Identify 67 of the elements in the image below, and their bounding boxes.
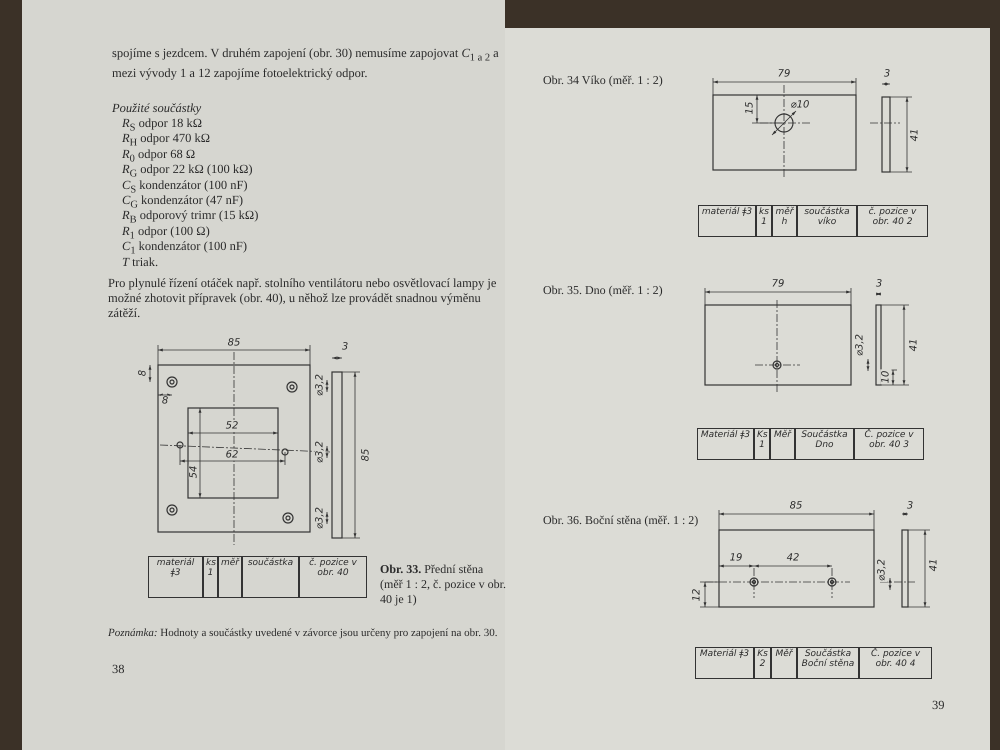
parts-list-item: R$_{S}$ odpor 18 kΩ [122,116,202,134]
dimension-label: ⌀3,2 [314,373,326,397]
dimension-label: 42 [786,552,800,564]
dimension-label: 3 [874,278,884,290]
parts-list-item: C$_{1}$ kondenzátor (100 nF) [122,239,248,257]
table-cell: měř h [772,205,797,237]
dimension-label: 41 [910,128,920,142]
table-cell: Měř [770,428,795,460]
parts-list-item: T triak. [122,254,160,270]
dimension-label: 19 [728,552,744,564]
figure-caption: Obr. 34 Víko (měř. 1 : 2) [543,73,664,88]
table-cell: materiál ǂ3 [148,556,203,598]
table-cell: součástka víko [797,205,857,237]
dimension-label: 85 [360,448,372,462]
dimension-label: 85 [226,338,242,348]
dimension-label: 62 [224,450,240,460]
dimension-label: 41 [908,338,920,352]
dimension-label: ⌀3,2 [314,506,326,530]
dimension-label: 3 [882,68,892,80]
body-text: spojíme s jezdcem. V druhém zapojení (obr. 30) nemusíme zapojovat C$_{1 a 2}$ a mezi vývody 1 a 12 zapojíme fotoelektrický odpor. [112,46,500,80]
table-cell: ks 1 [203,556,218,598]
table-cell: č. pozice v obr. 40 2 [857,205,928,237]
table-cell: materiál ǂ3 [698,205,756,237]
table-cell: Materiál ǂ3 [697,428,754,460]
parts-list-item: R$_{B}$ odporový trimr (15 kΩ) [122,208,260,226]
dimension-label: 3 [340,342,350,352]
table-cell: ks 1 [756,205,772,237]
table-cell: součástka [242,556,299,598]
body-text: Pro plynulé řízení otáček např. stolního ventilátoru nebo osvětlovací lampy je možné zhotovit přípravek (obr. 40), u něhož lze provádět snadnou výměnu zátěží. [108,276,498,321]
dimension-label: 41 [928,558,940,572]
table-cell: Součástka Dno [795,428,854,460]
table-cell: Ks 2 [754,647,771,679]
dimension-label: 79 [776,68,792,80]
table-cell: Č. pozice v obr. 40 4 [859,647,932,679]
parts-list-item: R$_{1}$ odpor (100 Ω) [122,224,211,242]
dimension-label: ⌀3,2 [876,558,888,582]
table-cell: Součástka Boční stěna [797,647,859,679]
table-cell: Měř [771,647,797,679]
table-cell: Č. pozice v obr. 40 3 [854,428,924,460]
parts-list-item: C$_{S}$ kondenzátor (100 nF) [122,178,249,196]
dimension-label: 10 [880,370,892,384]
parts-list-item: R$_{0}$ odpor 68 Ω [122,146,196,164]
dimension-label: ⌀3,2 [854,333,866,357]
parts-list-item: C$_{G}$ kondenzátor (47 nF) [122,193,244,210]
dimension-label: 12 [692,588,702,602]
dimension-label: ⌀3,2 [314,440,326,464]
dimension-label: 52 [224,420,240,432]
table-cell: měř [218,556,242,598]
dimension-label: 54 [188,464,200,480]
figure-caption: Obr. 36. Boční stěna (měř. 1 : 2) [543,513,700,528]
dimension-label: 79 [770,278,786,290]
page-number: 39 [932,698,946,713]
parts-list-item: R$_{G}$ odpor 22 kΩ (100 kΩ) [122,162,254,180]
figure-caption: Obr. 33. Přední stěna (měř 1 : 2, č. pozice v obr. 40 je 1) [380,562,507,607]
table-cell: č. pozice v obr. 40 [299,556,367,598]
dimension-label: ⌀10 [790,100,810,110]
parts-list-item: R$_{H}$ odpor 470 kΩ [122,131,211,149]
table-cell: Materiál ǂ3 [695,647,754,679]
dimension-label: 15 [744,100,756,116]
section-heading: Použité součástky [112,101,202,116]
figure-caption: Obr. 35. Dno (měř. 1 : 2) [543,283,664,298]
dimension-label: 3 [906,500,914,512]
table-cell: Ks 1 [754,428,770,460]
dimension-label: 85 [788,500,804,512]
page-number: 38 [112,662,126,677]
footnote: Poznámka: Hodnoty a součástky uvedené v závorce jsou určeny pro zapojení na obr. 30. [108,626,498,641]
dimension-label: 8 [160,396,170,406]
